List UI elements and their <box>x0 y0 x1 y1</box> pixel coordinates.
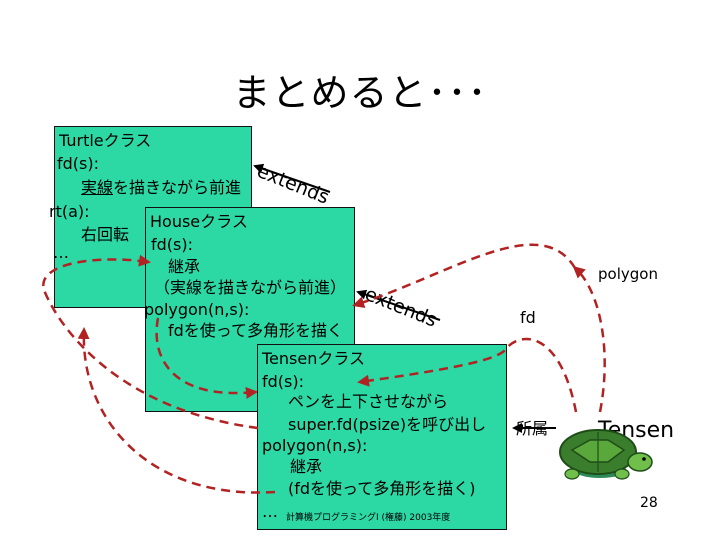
fd-call-arrow <box>357 337 578 413</box>
polygon-uses-fd-arrow <box>155 317 258 399</box>
turtle-ellipsis: … <box>53 243 69 262</box>
tensen-ellipsis: … <box>262 502 278 521</box>
turtle-class-name: Turtleクラス <box>59 131 152 150</box>
fd-call-label: fd <box>520 308 536 327</box>
house-polygon-description: fdを使って多角形を描く <box>168 321 343 340</box>
tensen-polygon-inherit: 継承 <box>290 457 323 476</box>
turtle-fd-signature: fd(s): <box>57 154 99 173</box>
tensen-polygon-note: (fdを使って多角形を描く) <box>288 479 476 498</box>
extends-arrow-house-tensen <box>356 289 441 321</box>
house-polygon-signature: polygon(n,s): <box>144 300 250 319</box>
turtle-rt-signature: rt(a): <box>49 202 90 221</box>
slide-footer: 計算機プログラミングI (権藤) 2003年度 <box>286 513 451 523</box>
tensen-fd-description-2: super.fd(psize)を呼び出し <box>288 415 487 434</box>
polygon-call-arrow <box>572 266 606 413</box>
solid-line-text: 実線 <box>81 178 114 197</box>
tensen-polygon-signature: polygon(n,s): <box>262 436 368 455</box>
turtle-icon <box>559 429 653 480</box>
page-number: 28 <box>640 495 658 511</box>
tensen-class-box: Tensenクラス fd(s): ペンを上下させながら super.fd(psi… <box>257 344 507 530</box>
tensen-fd-signature: fd(s): <box>262 372 304 391</box>
inherit-polygon-arrow <box>77 327 276 494</box>
house-class-name: Houseクラス <box>150 212 248 231</box>
house-fd-signature: fd(s): <box>151 235 193 254</box>
tensen-class-name: Tensenクラス <box>262 349 366 368</box>
house-fd-inherit: 継承 <box>168 257 201 276</box>
extends-arrow-turtle-house <box>253 163 331 193</box>
polygon-call-arrow-body <box>352 243 577 309</box>
turtle-fd-description-rest: を描きながら前進 <box>113 178 242 197</box>
house-fd-note: （実線を描きながら前進） <box>154 278 347 297</box>
turtle-fd-description: 実線を描きながら前進 <box>81 178 241 198</box>
tensen-fd-description-1: ペンを上下させながら <box>288 392 449 411</box>
turtle-rt-description: 右回転 <box>81 225 130 244</box>
super-fd-arrow <box>42 254 259 430</box>
slide-title: まとめると･･･ <box>232 71 488 115</box>
polygon-call-label: polygon <box>598 265 658 283</box>
